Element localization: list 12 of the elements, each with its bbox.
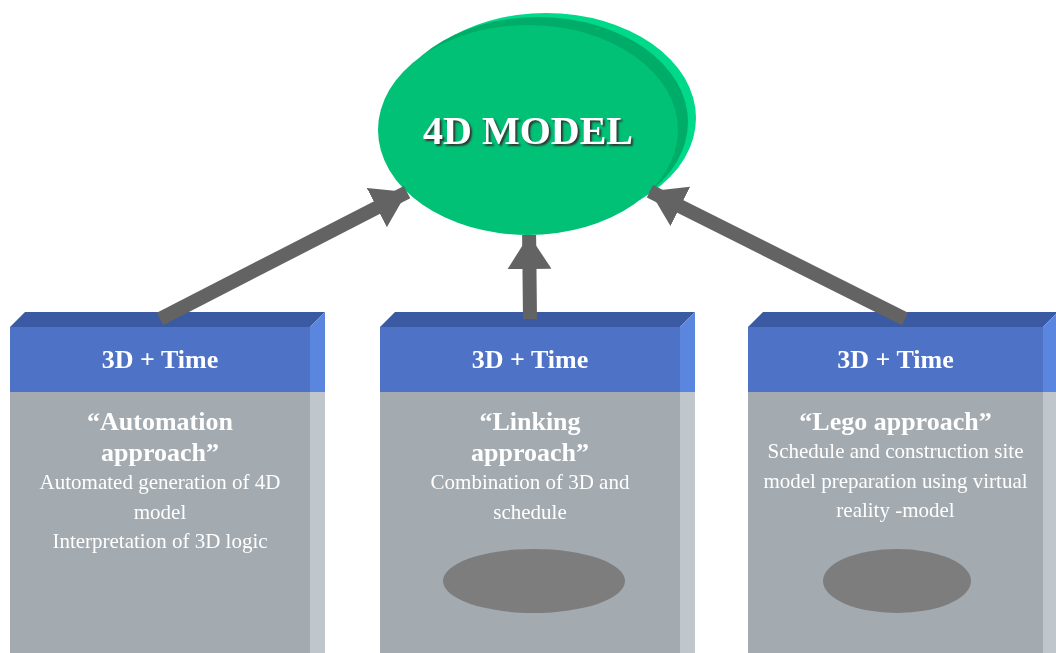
approach-heading: “Linking approach”	[470, 406, 590, 469]
header-text: 3D + Time	[101, 344, 219, 375]
header-text: 3D + Time	[837, 344, 954, 375]
arrow	[507, 234, 552, 320]
description-text: Combination of 3D and schedule	[429, 469, 631, 526]
header-text: 3D + Time	[471, 344, 589, 375]
description-text: Interpretation of 3D logic	[52, 528, 268, 556]
description-text: Schedule and construction site model preparation using virtual reality -model	[762, 438, 1029, 524]
description-text: Automated generation of 4D model	[38, 469, 282, 526]
approach-heading: “Lego approach”	[799, 406, 992, 438]
node-title: 4D MODEL	[423, 106, 633, 154]
approach-heading: “Automation approach”	[86, 406, 234, 469]
